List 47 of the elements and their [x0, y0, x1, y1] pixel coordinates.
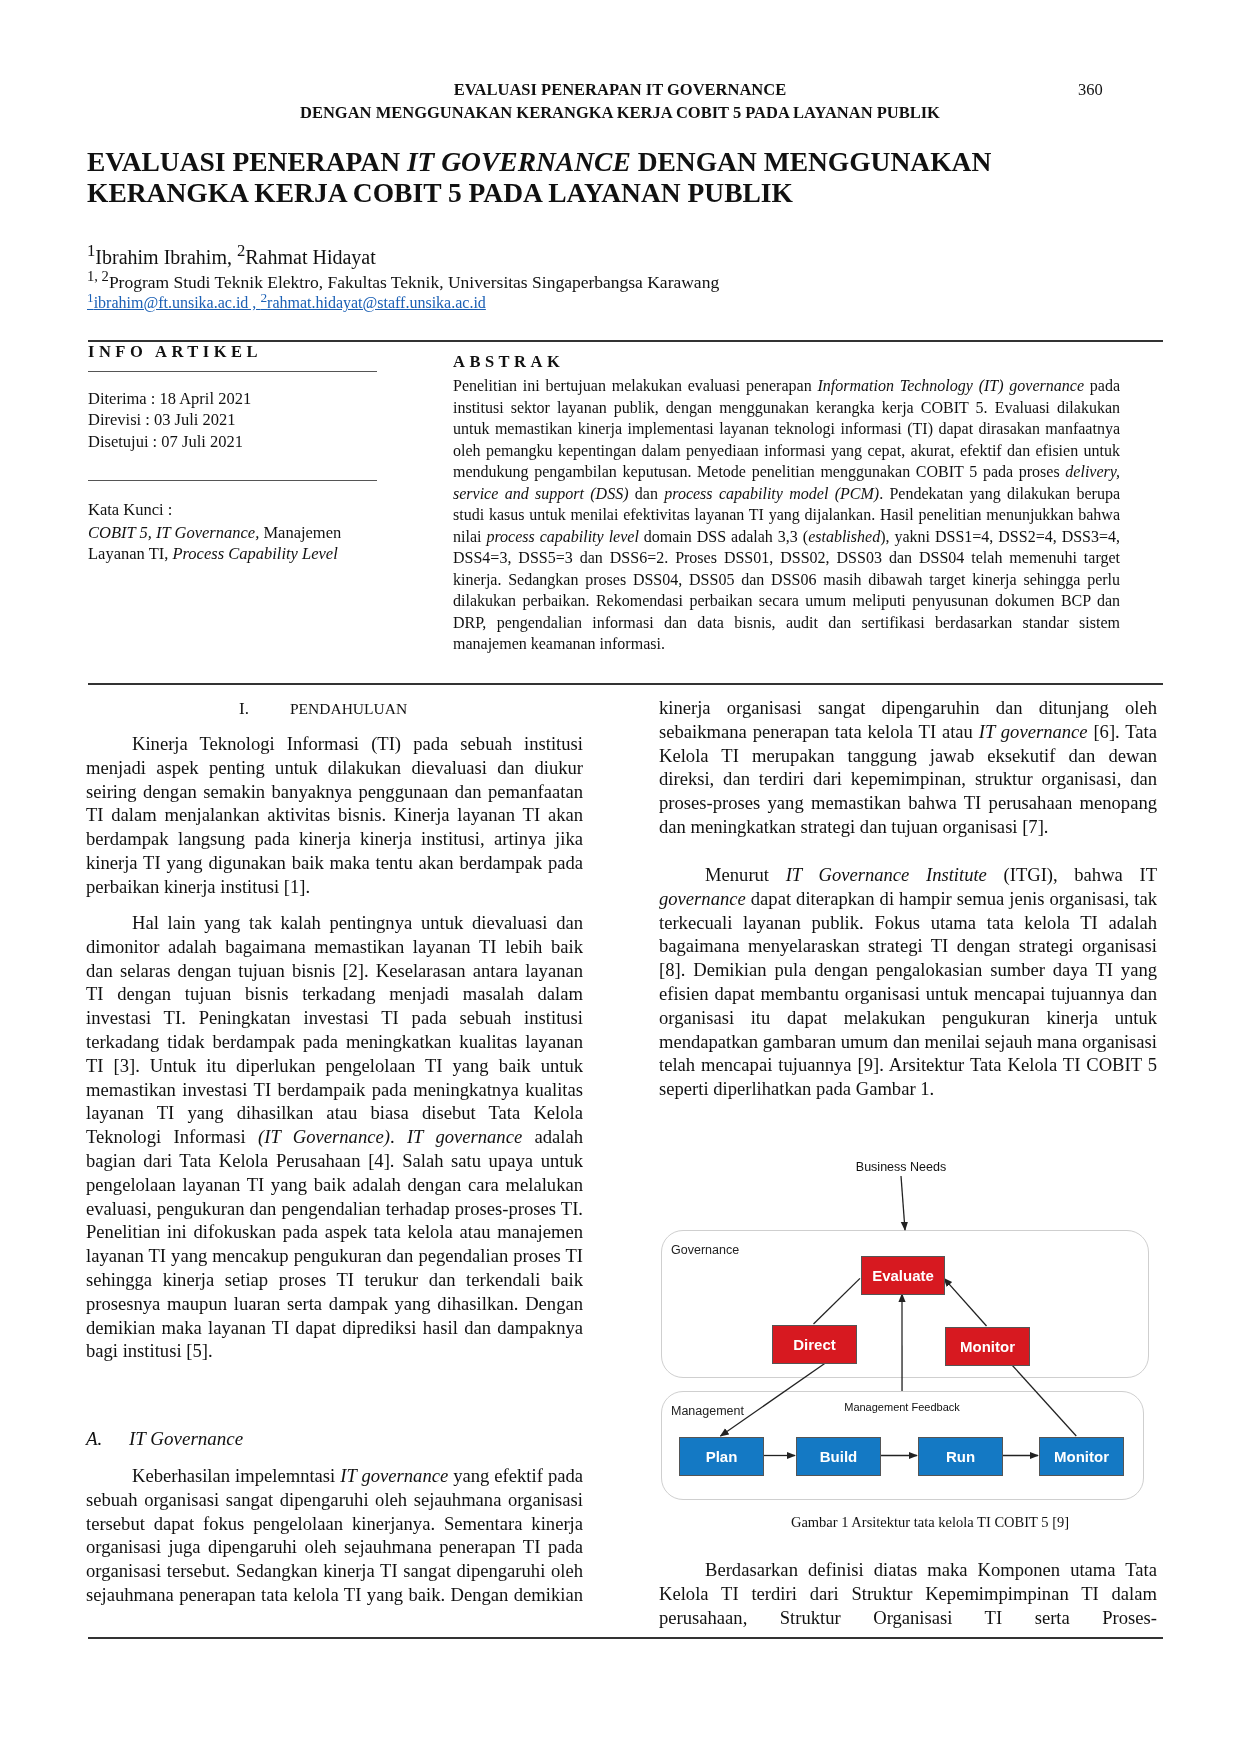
- arrow: [719, 1362, 827, 1437]
- process-box: Evaluate: [861, 1256, 945, 1295]
- process-box: Build: [796, 1437, 881, 1476]
- running-header: EVALUASI PENERAPAN IT GOVERNANCE: [452, 79, 788, 101]
- author-names: $^{1}$Ibrahim Ibrahim, $^{2}$Rahmat Hidayat: [87, 240, 376, 270]
- abstract-text: Penelitian ini bertujuan melakukan evaluasi penerapan Information Technology (IT) governance pada institusi sektor layanan publik, dengan menggunakan kerangka kerja COBIT 5. Evaluasi dilakukan untuk memastikan kinerja implementasi layanan teknologi informasi (TI) dapat dirasakan manfaatnya oleh pemangku kepentingan dalam penyediaan informasi yang cepat, akurat, efektif dan efisien untuk mendukung pengambilan keputusan. Metode penelitian menggunakan COBIT 5 pada proses delivery, service and support (DSS) dan process capability model (PCM). Pendekatan yang dilakukan berupa studi kasus untuk menilai efektivitas layanan TI yang dijalankan. Hasil penelitian menunjukkan bahwa nilai process capability level domain DSS adalah 3,3 (established), yakni DSS1=4, DSS2=4, DSS3=4, DSS4=3, DSS5=3 dan DSS6=2. Proses DSS01, DSS02, DSS03 dan DSS04 telah memenuhi target kinerja. Sedangkan proses DSS04, DSS05 dan DSS06 masih dibawah target kinerja sehingga perlu dilakukan perbaikan. Rekomendasi perbaikan secara umum meliputi penyusunan dokumen BCP dan DRP, pengendalian informasi dan data bisnis, audit dan sertifikasi berdasarkan standar sistem manajemen keamanan informasi.: [453, 376, 1120, 655]
- arrow: [1001, 1451, 1039, 1460]
- keywords-heading: Kata Kunci :: [88, 499, 173, 520]
- body-paragraph: kinerja organisasi sangat dipengaruhin dan ditunjang oleh sebaikmana penerapan tata kelola TI atau IT governance [6]. Tata Kelola TI merupakan tanggung jawab eksekutif dan dewan direksi, dan terdiri dari kepemimpinan, struktur organisasi, dan proses-proses yang memastikan bahwa TI perusahaan menopang dan meningkatkan strategi dan tujuan organisasi [7].: [659, 696, 1157, 839]
- affiliation: $^{1, 2}$Program Studi Teknik Elektro, Fakultas Teknik, Universitas Singaperbangsa Karawang: [87, 268, 720, 293]
- arrow: [879, 1451, 918, 1460]
- group-band: [661, 1391, 1144, 1500]
- process-box: Monitor: [1039, 1437, 1124, 1476]
- process-box: Run: [918, 1437, 1003, 1476]
- group-band: [661, 1230, 1149, 1378]
- process-box: Plan: [679, 1437, 764, 1476]
- page-number: 360: [1078, 79, 1103, 101]
- body-paragraph: Kinerja Teknologi Informasi (TI) pada sebuah institusi menjadi aspek penting untuk dilakukan dievaluasi dan diukur seiring dengan semakin banyaknya penggunaan dan pemanfaatan TI dalam menjalankan aktivitas bisnis. Kinerja layanan TI akan berdampak langsung pada kinerja kinerja institusi, artinya jika kinerja TI yang digunakan baik maka tentu akan berdampak pada perbaikan kinerja institusi [1].: [86, 732, 583, 899]
- arrow: [762, 1451, 796, 1460]
- body-paragraph: Hal lain yang tak kalah pentingnya untuk dievaluasi dan dimonitor adalah bagaimana memastikan layanan TI lebih baik dan selaras dengan tujuan bisnis [2]. Keselarasan antara layanan TI dengan tujuan bisnis terkadang menjadi masalah dalam investasi TI. Peningkatan investasi TI pada sebuah institusi terkadang tidak berdampak pada meningkatkan kualitas layanan TI [3]. Untuk itu diperlukan pengelolaan TI yang baik untuk memastikan investasi TI berdampaik pada meningkatnya kualitas layanan TI yang dihasilkan atau biasa disebut Tata Kelola Teknologi Informasi (IT Governance). IT governance adalah bagian dari Tata Kelola Perusahaan [4]. Salah satu upaya untuk pengelolaan layanan TI yang baik adalah dengan cara melalukan evaluasi, pengukuran dan pengendalian terhadap proses-proses TI. Penelitian ini difokuskan pada aspek tata kelola atau manajemen layanan TI yang mencakup pengukuran dan pegendalian proses TI sehingga kinerja setiap proses TI terukur dan terkendali baik prosesnya maupun luaran serta dampak yang dihasilkan. Dengan demikian maka layanan TI dapat diprediksi hasil dan dampaknya bagi institusi [5].: [86, 911, 583, 1364]
- revised-date: Direvisi : 03 Juli 2021: [88, 409, 236, 430]
- group-title: Management: [671, 1404, 744, 1418]
- input-label: Business Needs: [846, 1158, 956, 1176]
- section-heading: ABSTRAK: [453, 351, 565, 373]
- connector-line: [812, 1277, 861, 1325]
- body-paragraph: Menurut IT Governance Institute (ITGI), bahwa IT governance dapat diterapkan di hampir semua jenis organisasi, tak terkecuali layanan publik. Fokus utama tata kelola TI adalah bagaimana menyelaraskan strategi TI dengan strategi organisasi [8]. Demikian pula dengan pengalokasian sumber daya TI yang efisien dapat membantu organisasi untuk mencapai tujuannya dan organisasi itu dapat melakukan pengukuran kinerja untuk mendapatkan gambaran umum dan menilai sejauh mana organisasi telah mencapai tujuannya [9]. Arsitektur Tata Kelola TI COBIT 5 seperti diperlihatkan pada Gambar 1.: [659, 863, 1157, 1101]
- section-heading: IT Governance: [129, 1427, 244, 1451]
- arrow: [943, 1277, 988, 1327]
- group-title: Governance: [671, 1243, 740, 1257]
- connector-line: [1011, 1364, 1077, 1437]
- section-number: A.: [86, 1427, 103, 1451]
- arrow: [898, 1293, 906, 1392]
- process-box: Direct: [772, 1325, 857, 1364]
- section-number: I.: [239, 698, 249, 720]
- arrow: [900, 1175, 909, 1231]
- body-paragraph: Berdasarkan definisi diatas maka Komponen utama Tata Kelola TI terdiri dari Struktur Kepemimpimpinan TI dalam perusahaan, Struktur Organisasi TI serta Proses-: [659, 1558, 1157, 1630]
- running-header: DENGAN MENGGUNAKAN KERANGKA KERJA COBIT 5 PADA LAYANAN PUBLIK: [299, 102, 941, 124]
- section-heading: PENDAHULUAN: [290, 699, 408, 719]
- received-date: Diterima : 18 April 2021: [88, 388, 252, 409]
- keywords: COBIT 5, IT Governance, Manajemen Layanan TI, Process Capability Level: [88, 522, 343, 564]
- section-heading: INFO ARTIKEL: [88, 341, 262, 363]
- accepted-date: Disetujui : 07 Juli 2021: [88, 431, 243, 452]
- body-paragraph: Keberhasilan impelemntasi IT governance yang efektif pada sebuah organisasi sangat dipengaruhi oleh sejauhmana organisasi tersebut dapat fokus pengelolaan kinerjanya. Sementara kinerja organisasi juga dipengaruhi oleh sejauhmana penerapan TI pada organisasi tersebut. Sedangkan kinerja TI sangat dipengaruhi oleh sejauhmana penerapan tata kelola TI yang baik. Dengan demikian: [86, 1464, 583, 1607]
- paper-title: EVALUASI PENERAPAN IT GOVERNANCE DENGAN MENGGUNAKAN KERANGKA KERJA COBIT 5 PADA LAYANAN PUBLIK: [87, 146, 993, 208]
- process-box: Monitor: [945, 1327, 1030, 1366]
- edge-label: Management Feedback: [842, 1401, 962, 1413]
- figure-caption: Gambar 1 Arsitektur tata kelola TI COBIT 5 [9]: [789, 1513, 1071, 1532]
